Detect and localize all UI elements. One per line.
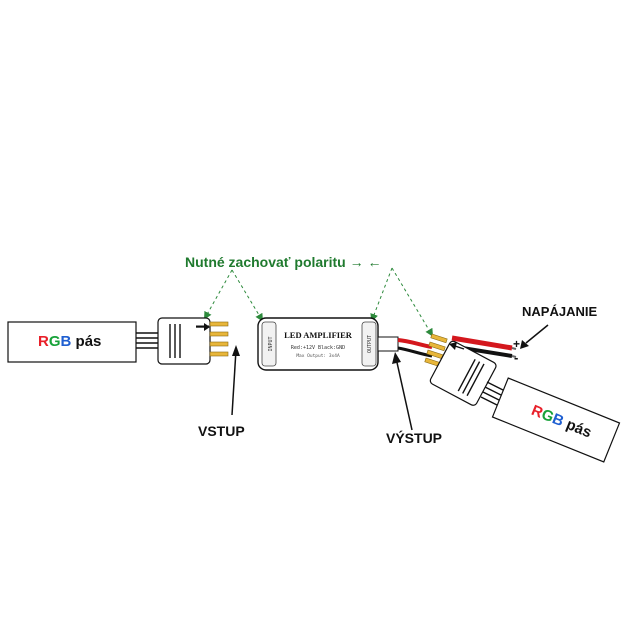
led-amplifier: INPUT OUTPUT LED AMPLIFIER Red:+12V Blac… [257,317,379,371]
connector-pins-icon [209,321,229,357]
connector-right [429,340,497,406]
arrow-icon [196,323,210,331]
strip-left-suffix: pás [71,333,101,350]
minus-sign: - [514,350,518,365]
strip-left-b: B [61,333,72,350]
input-label: VSTUP [198,423,245,439]
polarity-leader-lines [204,267,434,337]
power-pointer [525,324,549,344]
strip-left-g: G [49,333,61,350]
output-pointer [395,357,413,431]
connector-left [157,317,229,365]
arrow-icon [449,342,465,350]
amp-line1: Red:+12V Black:GND [291,345,345,351]
input-pointer [231,349,237,416]
strip-left-r: R [38,333,49,350]
polarity-label: Nutné zachovať polaritu → ← [185,254,382,270]
amp-title: LED AMPLIFIER [284,330,353,340]
amp-side-left: INPUT [268,336,274,351]
output-label: VÝSTUP [386,429,442,446]
rgb-strip-left: RGB pás [7,321,137,363]
wire-bundle-left [136,332,160,349]
wire-bundle-right [480,381,506,407]
plus-sign: + [513,337,520,351]
power-label: NAPÁJANIE [522,304,597,319]
svg-text:RGB pás: RGB pás [38,333,101,350]
connector-pins-icon [424,333,448,368]
rgb-strip-right: RGB pás [491,377,621,463]
amp-line2: Max Output: 3x4A [296,353,340,359]
amp-side-right: OUTPUT [367,335,373,353]
output-cable [377,336,433,358]
